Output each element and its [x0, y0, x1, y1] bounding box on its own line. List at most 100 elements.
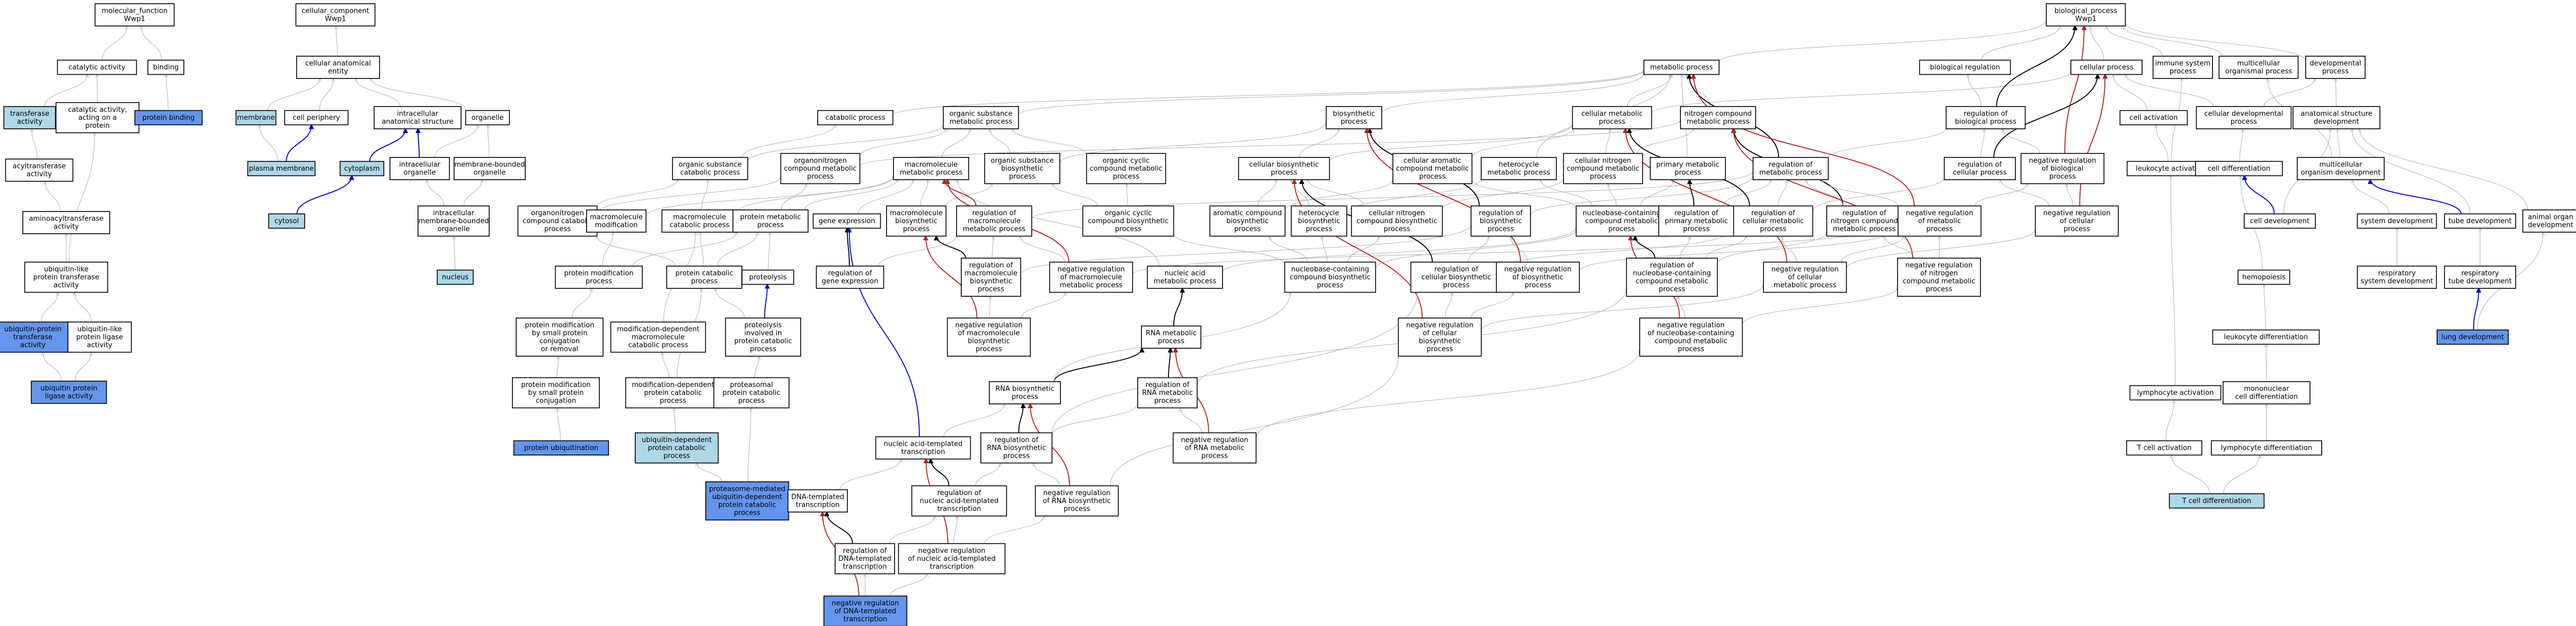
go-term-node-protein-ubiquitination[interactable]: protein ubiquitination — [513, 440, 609, 456]
go-term-node-lymphocyte-activation[interactable]: lymphocyte activation — [2129, 385, 2221, 401]
go-term-node-cell-differentiation[interactable]: cell differentiation — [2195, 161, 2283, 177]
go-term-node-modification-dependent-macromolecule[interactable]: modification-dependentmacromoleculecatab… — [610, 321, 706, 353]
go-term-node-cell-periphery[interactable]: cell periphery — [284, 110, 349, 126]
go-term-node-cytoplasm[interactable]: cytoplasm — [339, 161, 385, 177]
go-term-node-protein-binding[interactable]: protein binding — [134, 110, 203, 126]
go-term-node-organelle[interactable]: organelle — [465, 110, 510, 126]
go-term-node-membrane[interactable]: membrane — [235, 110, 277, 126]
go-term-node-t-cell-activation[interactable]: T cell activation — [2126, 440, 2202, 456]
go-term-node-cytosol[interactable]: cytosol — [268, 213, 305, 229]
go-term-node-catabolic-process[interactable]: catabolic process — [817, 110, 893, 126]
go-term-node-t-cell-differentiation[interactable]: T cell differentiation — [2168, 493, 2265, 509]
go-term-node-catalytic-activity[interactable]: catalytic activity — [57, 59, 137, 75]
go-term-node-reg-macromolecule-biosynthetic[interactable]: regulation ofmacromoleculebiosyntheticpr… — [961, 258, 1021, 297]
go-term-node-biological-regulation[interactable]: biological regulation — [1919, 59, 2011, 75]
go-term-node-cell-development[interactable]: cell development — [2243, 213, 2316, 229]
go-term-node-plasma-membrane[interactable]: plasma membrane — [247, 161, 316, 177]
go-term-node-hemopoiesis[interactable]: hemopoiesis — [2237, 269, 2290, 285]
go-term-node-lymphocyte-differentiation[interactable]: lymphocyte differentiation — [2210, 440, 2322, 456]
go-term-node-proteasome-mediated[interactable]: proteasome-mediatedubiquitin-dependentpr… — [705, 481, 790, 521]
go-term-node-system-development[interactable]: system development — [2357, 213, 2437, 229]
go-term-node-leukocyte-differentiation[interactable]: leukocyte differentiation — [2212, 329, 2320, 345]
